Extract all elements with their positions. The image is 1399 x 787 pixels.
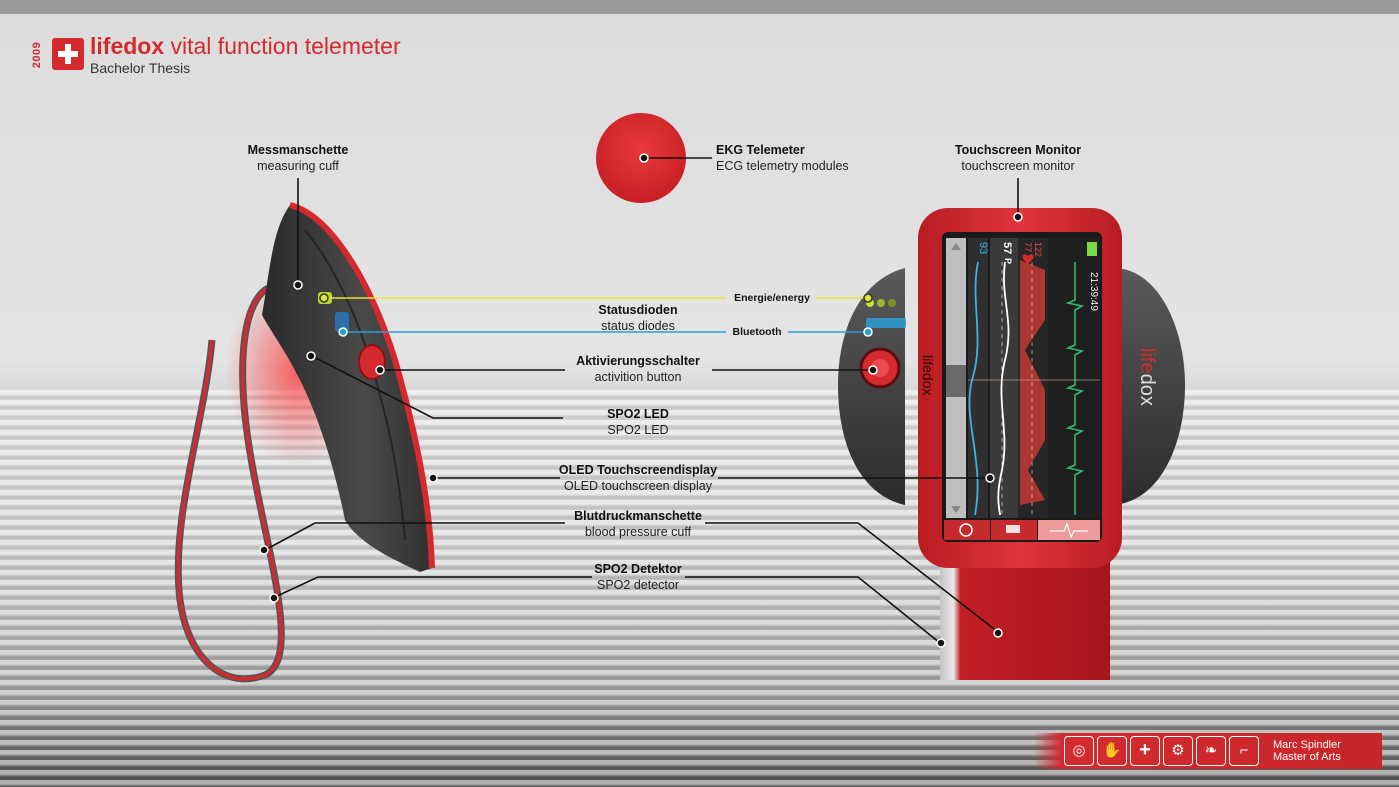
label-de: Statusdioden (598, 303, 678, 317)
screen-pulse-value: 57 (1001, 242, 1013, 255)
page-subtitle: Bachelor Thesis (90, 60, 191, 76)
heart-icon (1022, 254, 1034, 264)
label-en: OLED touchscreen display (564, 479, 712, 493)
label-en: status diodes (601, 319, 675, 333)
cross-symbol-icon: + (1130, 736, 1160, 766)
battery-icon (1087, 242, 1097, 256)
label-de: SPO2 Detektor (594, 562, 682, 576)
leaf-symbol-icon: ❧ (1196, 736, 1226, 766)
chair-symbol-icon: ⌐ (1229, 736, 1259, 766)
label-de: Messmanschette (247, 143, 349, 157)
label-bluetooth: Bluetooth (732, 326, 782, 338)
label-en: touchscreen monitor (961, 159, 1075, 173)
hand-symbol-icon: ✋ (1097, 736, 1127, 766)
brand-life: life (1136, 348, 1158, 374)
label-en: ECG telemetry modules (716, 159, 849, 173)
label-oled-display: OLED Touchscreendisplay OLED touchscreen… (559, 462, 717, 494)
label-de: SPO2 LED (607, 407, 669, 421)
screen-spo2-value: 93 (977, 242, 989, 255)
page-title: lifedox vital function telemeter (90, 33, 401, 60)
label-spo2-detector: SPO2 Detektor SPO2 detector (594, 561, 682, 593)
label-blood-pressure-cuff: Blutdruckmanschette blood pressure cuff (574, 508, 702, 540)
author-name: Marc Spindler (1273, 739, 1341, 751)
screen-pulse-unit: P (1003, 258, 1013, 265)
measuring-cuff (262, 205, 432, 572)
tube (176, 281, 341, 681)
monitor-bluetooth-led-icon (866, 318, 906, 328)
label-en: SPO2 LED (607, 423, 669, 437)
monitor-right-wing (1115, 268, 1185, 505)
label-energy: Energie/energy (734, 292, 810, 304)
ecg-waveform (1065, 262, 1085, 515)
label-en: activition button (594, 370, 682, 384)
screen-bp-sys: 122 (1033, 242, 1043, 258)
label-en: SPO2 detector (597, 578, 679, 592)
screen-bp-dia: 77 (1023, 242, 1033, 253)
title-rest: vital function telemeter (164, 33, 401, 59)
cuff-symbol-icon: ◎ (1064, 736, 1094, 766)
label-spo2-led: SPO2 LED SPO2 LED (607, 406, 669, 438)
label-de: OLED Touchscreendisplay (558, 463, 718, 477)
title-brand: lifedox (90, 33, 165, 59)
cuff-red-edge (289, 202, 435, 569)
author-degree: Master of Arts (1273, 751, 1341, 763)
gear-symbol-icon: ⚙ (1163, 736, 1193, 766)
label-activation-button: Aktivierungsschalter activition button (576, 353, 700, 385)
label-status-diodes: Statusdioden status diodes (598, 302, 677, 334)
author-credit: Marc Spindler Master of Arts (1273, 739, 1341, 763)
label-de: Blutdruckmanschette (574, 509, 702, 523)
blood-pressure-strap (940, 560, 1110, 680)
label-measuring-cuff: Messmanschette measuring cuff (248, 142, 349, 174)
label-de: Aktivierungsschalter (576, 354, 700, 368)
tab-target[interactable] (944, 520, 990, 540)
monitor-right-brand: lifedox (1135, 348, 1158, 406)
monitor-side-brand: lifedox (920, 355, 936, 396)
label-de: EKG Telemeter (716, 143, 805, 157)
bluetooth-led-icon (335, 312, 349, 332)
label-ekg-telemeter: EKG Telemeter ECG telemetry modules (716, 142, 849, 174)
target-icon (959, 523, 973, 537)
swiss-cross-icon (52, 38, 84, 70)
label-en: blood pressure cuff (584, 525, 692, 539)
label-de: Touchscreen Monitor (954, 143, 1082, 157)
label-en: measuring cuff (257, 159, 339, 173)
scrollbar-thumb[interactable] (946, 365, 966, 397)
ecg-icon (1050, 522, 1088, 539)
cuff-icon (1006, 525, 1020, 533)
brand-dox: dox (1136, 373, 1158, 406)
label-touchscreen-monitor: Touchscreen Monitor touchscreen monitor (955, 142, 1081, 174)
screen-time: 21:39:49 (1088, 272, 1099, 311)
